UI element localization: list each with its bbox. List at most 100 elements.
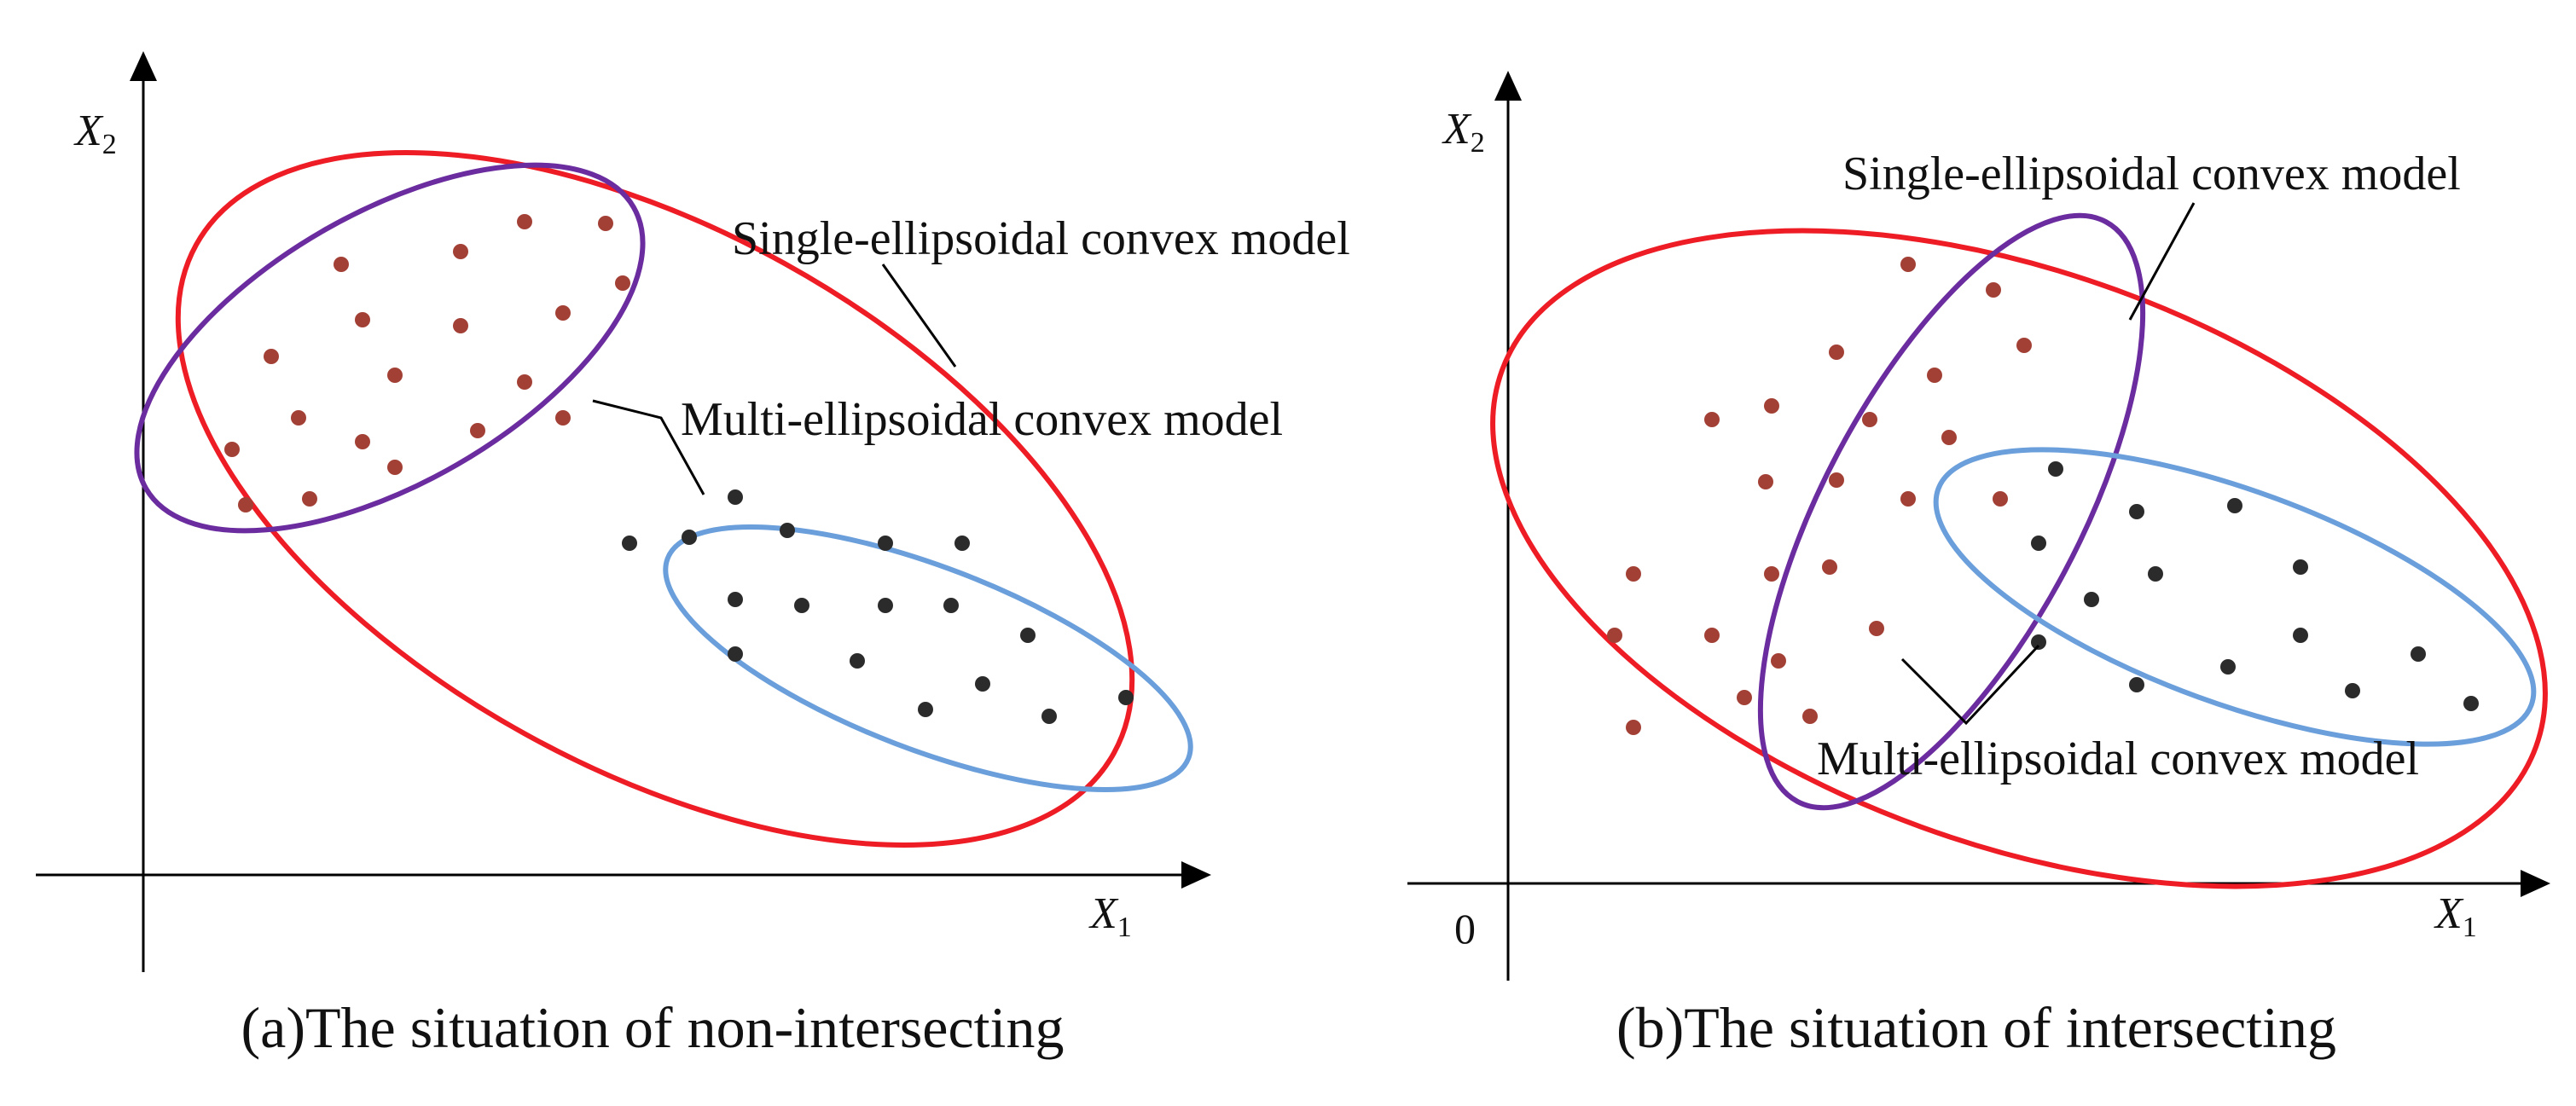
- data-point: [2293, 628, 2308, 643]
- panel-a-single-label: Single-ellipsoidal convex model: [732, 212, 1350, 265]
- data-point: [728, 592, 743, 607]
- data-point: [2129, 504, 2144, 519]
- data-point: [291, 410, 306, 426]
- panel-b-multi-ellipse-blue: [1933, 447, 2537, 747]
- panel-a-single-ellipse: [175, 150, 1135, 848]
- data-point: [387, 368, 403, 383]
- data-point: [1626, 720, 1641, 735]
- panel-b-single-label: Single-ellipsoidal convex model: [1842, 148, 2461, 200]
- data-point: [2048, 461, 2063, 477]
- data-point: [682, 530, 697, 545]
- panel-b: 0 X2 X1: [1407, 71, 2550, 1060]
- data-point: [2031, 634, 2046, 650]
- panel-b-single-leader: [2128, 202, 2196, 321]
- data-point: [2227, 498, 2242, 513]
- data-point: [334, 257, 349, 272]
- panel-a: X2 X1: [36, 51, 1350, 1060]
- data-point: [1771, 653, 1786, 669]
- data-point: [224, 442, 240, 457]
- data-point: [1993, 491, 2008, 507]
- data-point: [1626, 566, 1641, 582]
- data-point: [1758, 474, 1773, 489]
- data-point: [598, 216, 613, 231]
- data-point: [780, 523, 795, 538]
- data-point: [1041, 709, 1057, 724]
- data-point: [2084, 592, 2099, 607]
- data-point: [728, 646, 743, 662]
- data-point: [2016, 338, 2032, 353]
- data-point: [1802, 709, 1818, 724]
- data-point: [975, 676, 990, 692]
- data-point: [918, 702, 933, 717]
- data-point: [622, 536, 637, 551]
- panel-b-black-dots: [2031, 461, 2479, 711]
- data-point: [1862, 412, 1877, 427]
- data-point: [238, 497, 253, 512]
- data-point: [1764, 398, 1779, 414]
- data-point: [1829, 472, 1844, 488]
- data-point: [555, 305, 571, 321]
- panel-a-red-dots: [224, 214, 630, 512]
- data-point: [850, 653, 865, 669]
- panel-a-multi-ellipse-upper: [134, 162, 646, 534]
- data-point: [1941, 430, 1957, 445]
- data-point: [954, 536, 970, 551]
- panel-a-y-axis-label: X2: [73, 107, 117, 160]
- panel-b-x-axis-label: X1: [2434, 889, 2477, 943]
- panel-a-multi-leader: [592, 399, 705, 495]
- data-point: [794, 598, 809, 613]
- data-point: [2220, 659, 2236, 675]
- panel-b-multi-label: Multi-ellipsoidal convex model: [1817, 733, 2419, 785]
- panel-b-red-dots: [1607, 257, 2032, 735]
- data-point: [1704, 628, 1720, 643]
- panel-a-x-axis-arrow: [1181, 861, 1211, 889]
- data-point: [1829, 345, 1844, 360]
- panel-a-multi-ellipse-lower: [663, 524, 1193, 792]
- data-point: [355, 312, 370, 327]
- data-point: [1900, 257, 1916, 272]
- data-point: [1986, 282, 2001, 298]
- data-point: [1764, 566, 1779, 582]
- panel-a-y-axis-arrow: [130, 51, 157, 81]
- panel-b-single-ellipse: [1490, 228, 2548, 889]
- data-point: [387, 460, 403, 475]
- data-point: [878, 536, 893, 551]
- panel-b-y-axis-label: X2: [1442, 105, 1485, 159]
- data-point: [1118, 690, 1134, 705]
- data-point: [1927, 368, 1942, 383]
- data-point: [615, 275, 630, 291]
- panel-b-multi-ellipse-purple: [1757, 212, 2146, 811]
- data-point: [2293, 559, 2308, 575]
- panel-b-caption: (b)The situation of intersecting: [1616, 995, 2336, 1060]
- data-point: [1822, 559, 1837, 575]
- data-point: [2345, 683, 2360, 698]
- data-point: [453, 318, 468, 333]
- data-point: [517, 214, 532, 229]
- data-point: [2463, 696, 2479, 711]
- panel-b-origin-label: 0: [1454, 905, 1476, 953]
- data-point: [302, 491, 317, 507]
- panel-a-caption: (a)The situation of non-intersecting: [241, 995, 1065, 1060]
- panel-a-black-dots: [622, 489, 1134, 724]
- data-point: [1020, 628, 1036, 643]
- panel-a-single-leader: [881, 263, 957, 368]
- data-point: [1737, 690, 1752, 705]
- data-point: [555, 410, 571, 426]
- panel-b-multi-leader: [1900, 644, 2040, 726]
- panel-a-x-axis-label: X1: [1088, 889, 1132, 943]
- data-point: [1900, 491, 1916, 507]
- panel-b-y-axis-arrow: [1494, 71, 1522, 101]
- panel-a-multi-label: Multi-ellipsoidal convex model: [681, 393, 1283, 446]
- data-point: [453, 244, 468, 259]
- data-point: [2148, 566, 2163, 582]
- panel-b-x-axis-arrow: [2521, 870, 2550, 897]
- data-point: [355, 434, 370, 449]
- data-point: [1704, 412, 1720, 427]
- data-point: [878, 598, 893, 613]
- data-point: [943, 598, 959, 613]
- data-point: [2411, 646, 2426, 662]
- data-point: [1607, 628, 1622, 643]
- data-point: [2129, 677, 2144, 692]
